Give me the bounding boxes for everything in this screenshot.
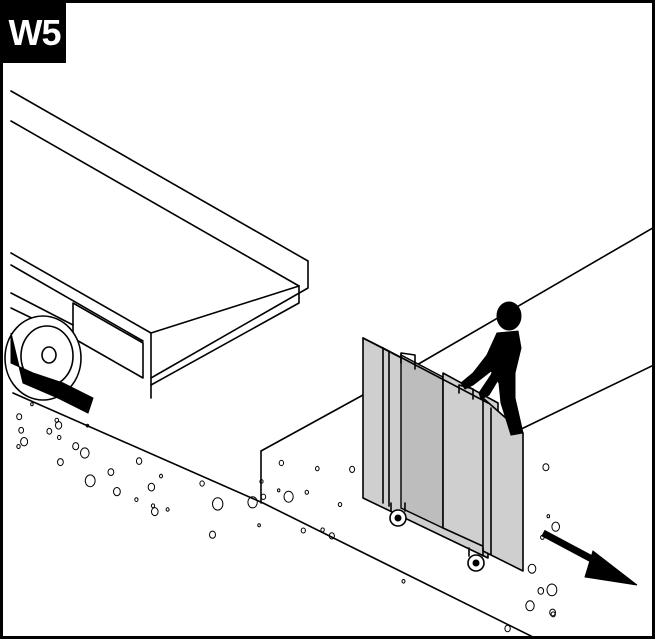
concrete-pebble <box>543 464 549 471</box>
concrete-pebble <box>338 503 341 507</box>
concrete-pebble <box>278 489 280 492</box>
concrete-pebble <box>152 508 159 516</box>
dock-top-left-edge <box>261 395 363 451</box>
concrete-pebble <box>17 445 20 449</box>
concrete-pebble <box>213 498 223 510</box>
concrete-pebble <box>148 483 154 491</box>
concrete-pebble <box>552 522 560 531</box>
concrete-pebble <box>210 531 216 538</box>
concrete-pebble <box>305 490 308 494</box>
concrete-pebble <box>160 474 163 478</box>
concrete-pebble <box>258 524 261 527</box>
loading-dock <box>13 225 655 639</box>
direction-arrow <box>543 533 637 585</box>
truck-wheel <box>5 316 93 413</box>
caster-hub-left <box>395 515 401 521</box>
concrete-pebble <box>350 466 355 472</box>
concrete-pebble <box>526 601 534 611</box>
concrete-pebble <box>284 491 293 502</box>
concrete-pebble <box>151 504 154 508</box>
concrete-pebble <box>73 443 79 450</box>
concrete-pebble <box>47 428 52 434</box>
concrete-pebble <box>135 498 138 502</box>
arrow-head <box>585 551 637 585</box>
concrete-pebble <box>58 435 61 439</box>
concrete-pebble <box>200 481 204 486</box>
concrete-pebble <box>301 528 305 533</box>
step-label-badge: W5 <box>3 3 66 63</box>
truck-side-box <box>73 303 143 378</box>
concrete-pebble <box>81 448 90 458</box>
concrete-pebble <box>538 588 544 595</box>
truck-bed-top-rail <box>11 91 308 261</box>
concrete-pebble <box>136 458 141 465</box>
concrete-pebble <box>108 469 114 476</box>
dock-top-edge <box>403 225 655 373</box>
concrete-pebble <box>166 508 169 511</box>
concrete-pebble <box>279 460 283 465</box>
concrete-pebble <box>505 625 510 632</box>
concrete-pebble <box>19 427 24 433</box>
concrete-pebble <box>528 564 536 573</box>
truck-bed-top-rail-inner <box>11 121 299 286</box>
concrete-pebble <box>547 515 550 518</box>
ramp-panel-fold-1 <box>401 355 443 528</box>
concrete-pebble <box>547 584 557 596</box>
concrete-pebble <box>58 459 64 466</box>
concrete-pebble <box>321 528 324 532</box>
dock-top-edge-right <box>513 363 655 433</box>
ramp-placement-illustration <box>3 3 655 639</box>
person-head <box>497 302 521 330</box>
concrete-pebble <box>402 580 405 584</box>
caster-hub-right <box>473 560 479 566</box>
concrete-pebble <box>21 438 28 446</box>
truck-hub <box>42 347 56 363</box>
concrete-pebble <box>316 466 320 470</box>
concrete-pebble <box>17 414 22 420</box>
concrete-pebble <box>31 403 34 406</box>
concrete-pebble <box>85 475 95 487</box>
concrete-pebble <box>114 488 121 496</box>
